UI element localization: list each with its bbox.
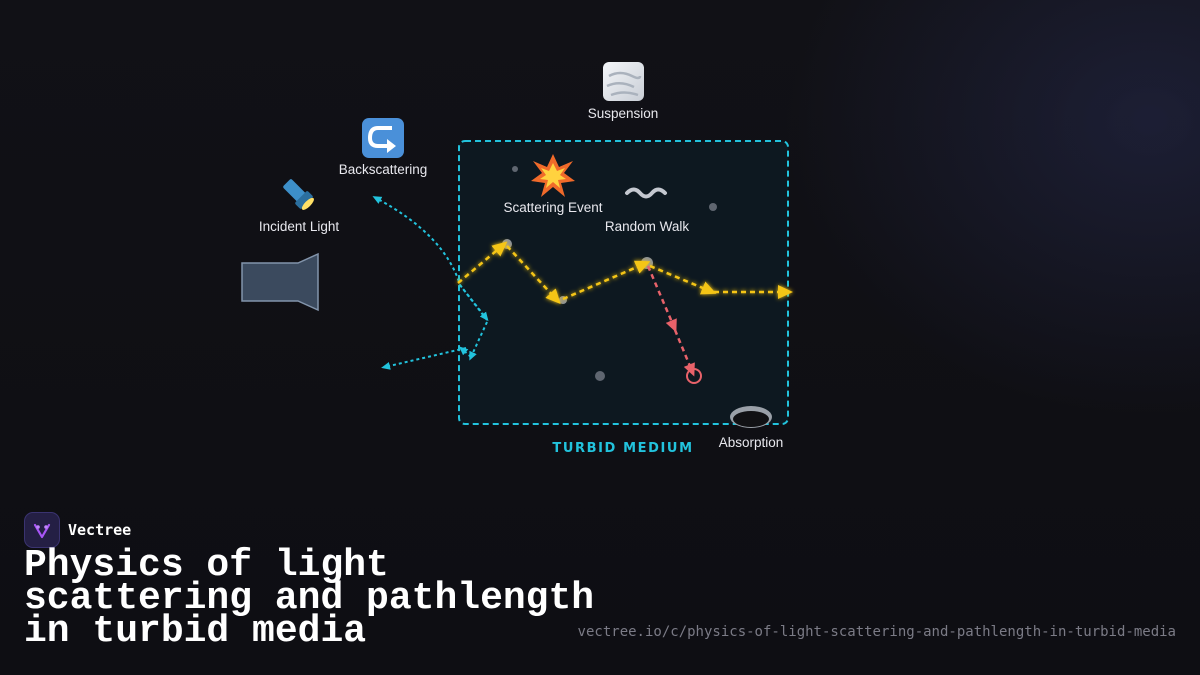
incident-light-label: Incident Light xyxy=(259,219,340,234)
node-incident-light: Incident Light xyxy=(259,179,340,234)
absorption-label: Absorption xyxy=(719,435,784,450)
backscattering-label: Backscattering xyxy=(339,162,428,177)
node-random-walk: Random Walk xyxy=(605,187,690,234)
node-scattering-event: Scattering Event xyxy=(503,154,603,215)
backscatter-path-entry xyxy=(459,284,489,322)
backscatter-path-upper xyxy=(372,196,488,321)
brand: Vectree xyxy=(24,512,131,548)
turbid-medium-label: TURBID MEDIUM xyxy=(552,441,693,456)
vectree-logo-icon xyxy=(24,512,60,548)
random-walk-path xyxy=(457,241,793,305)
flashlight-icon xyxy=(283,179,314,210)
brand-name: Vectree xyxy=(68,521,132,539)
page-url[interactable]: vectree.io/c/physics-of-light-scattering… xyxy=(577,624,1176,640)
light-source xyxy=(241,252,319,312)
return-arrow-icon xyxy=(362,118,404,158)
random-walk-label: Random Walk xyxy=(605,219,690,234)
absorption-path xyxy=(646,265,702,384)
node-suspension: Suspension xyxy=(588,62,659,121)
particle xyxy=(709,203,717,211)
suspension-label: Suspension xyxy=(588,106,659,121)
backscatter-path-lower-loop xyxy=(459,346,472,358)
node-absorption: Absorption xyxy=(719,406,784,450)
page-title: Physics of light scattering and pathleng… xyxy=(24,544,595,653)
backscatter-path-lower xyxy=(381,347,467,370)
particle xyxy=(512,166,518,172)
wavy-dash-icon xyxy=(625,187,667,199)
absorption-point xyxy=(686,368,702,384)
turbid-medium-box xyxy=(458,140,789,425)
hole-icon xyxy=(730,406,772,428)
backscatter-path-down xyxy=(469,321,488,361)
particle xyxy=(595,371,605,381)
node-backscattering: Backscattering xyxy=(339,118,428,177)
scattering-event-label: Scattering Event xyxy=(503,200,602,215)
collision-icon xyxy=(531,154,575,197)
fog-icon xyxy=(603,62,644,101)
